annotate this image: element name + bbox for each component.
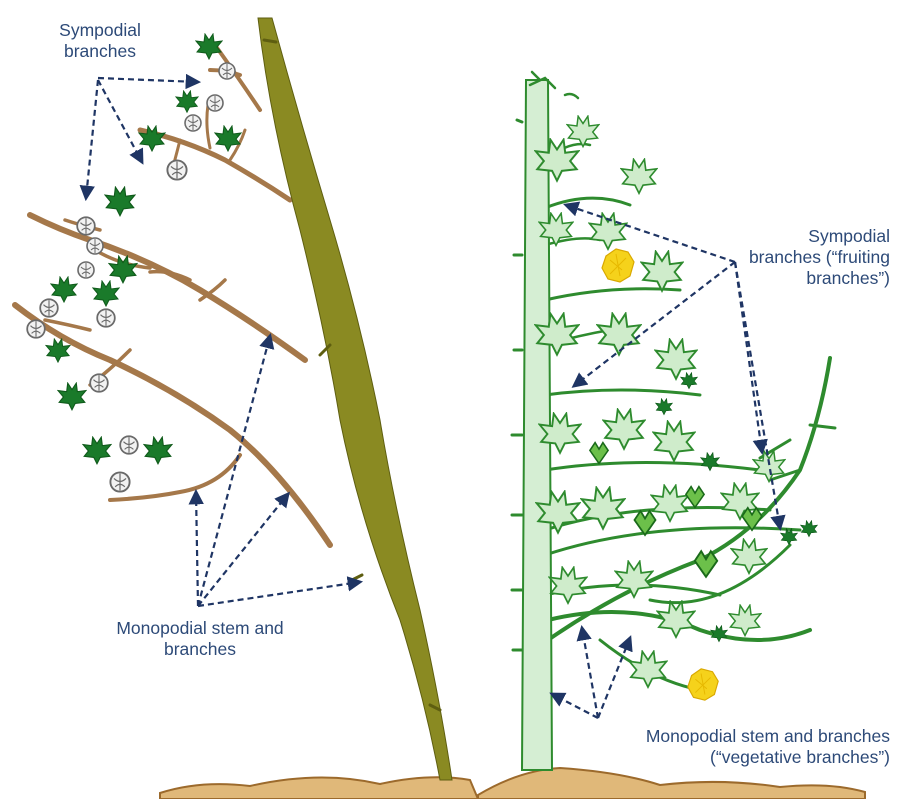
label-right-monopodial-line1: Monopodial stem and branches (590, 726, 890, 747)
soil-mound-right (478, 768, 865, 799)
arrow-right-monopodial-3 (552, 694, 598, 718)
label-left-sympodial: Sympodial branches (40, 20, 160, 62)
label-left-monopodial-line1: Monopodial stem and (90, 618, 310, 639)
label-left-monopodial-line2: branches (90, 639, 310, 660)
label-right-sympodial-line1: Sympodial (700, 226, 890, 247)
arrow-left-monopodial-4 (198, 582, 360, 606)
left-plant-leaves (27, 34, 241, 492)
arrow-left-sympodial-2 (98, 80, 142, 162)
label-right-monopodial-line2: (“vegetative branches”) (590, 747, 890, 768)
arrow-right-sympodial-4 (735, 262, 762, 452)
left-main-stem (258, 18, 452, 780)
label-left-sympodial-line1: Sympodial (40, 20, 160, 41)
arrow-left-monopodial-3 (198, 494, 288, 606)
label-right-sympodial-line3: branches”) (700, 268, 890, 289)
right-fruiting-branch-2 (545, 289, 680, 300)
arrow-left-sympodial-1 (98, 78, 198, 82)
label-left-monopodial: Monopodial stem and branches (90, 618, 310, 660)
arrow-right-monopodial-1 (582, 628, 598, 718)
left-branch-upper (140, 130, 290, 200)
arrow-left-monopodial-2 (198, 336, 270, 606)
right-fruiting-branch-3 (545, 390, 700, 395)
soil-mound-left (160, 777, 478, 799)
arrow-left-sympodial-3 (86, 80, 98, 198)
label-left-sympodial-line2: branches (40, 41, 160, 62)
right-fruiting-branch-1 (545, 198, 630, 208)
label-right-sympodial-line2: branches (“fruiting (700, 247, 890, 268)
label-right-sympodial: Sympodial branches (“fruiting branches”) (700, 226, 890, 289)
arrow-left-monopodial-1 (196, 492, 198, 606)
right-fruiting-branch-4 (545, 463, 760, 471)
label-right-monopodial: Monopodial stem and branches (“vegetativ… (590, 726, 890, 768)
